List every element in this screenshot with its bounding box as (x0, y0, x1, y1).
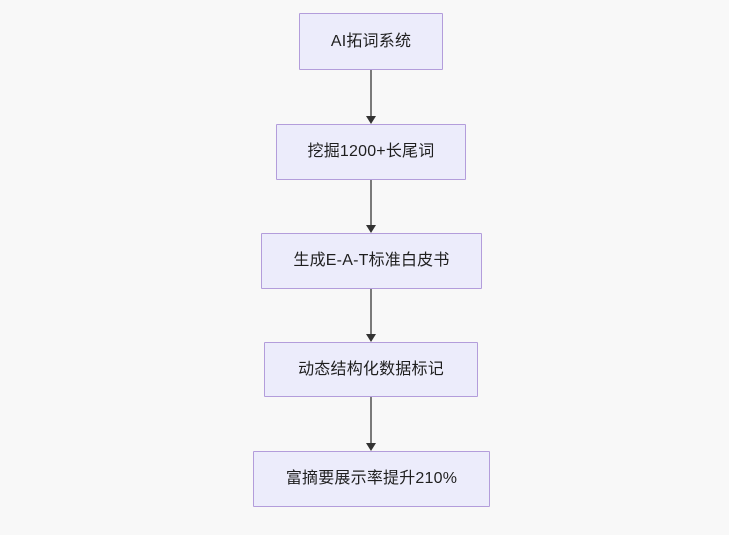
arrow-head-icon (366, 116, 376, 124)
edge-line (370, 397, 372, 445)
edge-line (370, 70, 372, 118)
flowchart-node-mine-longtail-keywords[interactable]: 挖掘1200+长尾词 (276, 124, 466, 180)
flowchart-node-dynamic-structured-data-markup[interactable]: 动态结构化数据标记 (264, 342, 478, 397)
node-label: 富摘要展示率提升210% (285, 470, 458, 488)
edge-n3-n4 (365, 289, 377, 342)
edge-line (370, 289, 372, 336)
node-label: AI拓词系统 (330, 32, 412, 50)
node-label: 挖掘1200+长尾词 (307, 143, 435, 161)
edge-line (370, 180, 372, 227)
flowchart-node-generate-eat-whitepaper[interactable]: 生成E-A-T标准白皮书 (261, 233, 482, 289)
arrow-head-icon (366, 225, 376, 233)
edge-n2-n3 (365, 180, 377, 233)
edge-n4-n5 (365, 397, 377, 451)
flowchart-node-rich-snippet-impression-uplift[interactable]: 富摘要展示率提升210% (253, 451, 490, 507)
arrow-head-icon (366, 334, 376, 342)
flowchart-node-ai-keyword-system[interactable]: AI拓词系统 (299, 13, 443, 70)
node-label: 动态结构化数据标记 (298, 360, 444, 378)
node-label: 生成E-A-T标准白皮书 (293, 252, 450, 270)
edge-n1-n2 (365, 70, 377, 124)
arrow-head-icon (366, 443, 376, 451)
